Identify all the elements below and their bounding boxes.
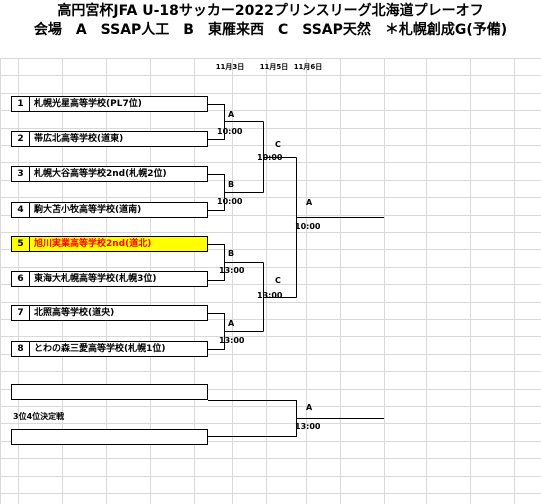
- match3-time: 13:00: [219, 266, 245, 275]
- date-round2: 11月5日: [259, 63, 289, 71]
- third-place-venue: A: [306, 403, 313, 412]
- team-slot-4: 4 駒大苫小牧高等学校(道南): [11, 202, 208, 218]
- team-slot-1: 1 札幌光星高等学校(PL7位): [11, 96, 208, 112]
- team-name: 旭川実業高等学校2nd(道北): [34, 239, 152, 249]
- match1-time: 10:00: [217, 127, 243, 136]
- team-seed: 8: [12, 342, 30, 356]
- team-slot-3: 3 札幌大谷高等学校2nd(札幌2位): [11, 166, 208, 182]
- page-title: 高円宮杯JFA U-18サッカー2022プリンスリーグ北海道プレーオフ: [57, 3, 484, 19]
- match4-time: 13:00: [219, 336, 245, 345]
- team-seed: 4: [12, 203, 30, 217]
- final-time: 10:00: [295, 222, 321, 231]
- match3-venue: B: [228, 249, 235, 258]
- date-round3: 11月6日: [293, 63, 323, 71]
- third-place-slot-1: [11, 384, 208, 400]
- semi1-venue: C: [275, 140, 281, 149]
- team-name: 駒大苫小牧高等学校(道南): [34, 205, 142, 215]
- semi1-time: 10:00: [257, 153, 283, 162]
- date-round1: 11月3日: [215, 63, 245, 71]
- team-seed: 3: [12, 167, 30, 181]
- team-name: 北照高等学校(道央): [34, 308, 115, 318]
- match2-time: 10:00: [217, 197, 243, 206]
- team-name: 東海大札幌高等学校(札幌3位): [34, 274, 157, 284]
- team-slot-6: 6 東海大札幌高等学校(札幌3位): [11, 271, 208, 287]
- team-seed: 2: [12, 132, 30, 146]
- team-seed: 1: [12, 97, 30, 111]
- team-seed: 6: [12, 272, 30, 286]
- team-slot-2: 2 帯広北高等学校(道東): [11, 131, 208, 147]
- team-name: 札幌光星高等学校(PL7位): [34, 99, 142, 109]
- final-venue: A: [306, 198, 313, 207]
- semi2-venue: C: [275, 276, 281, 285]
- team-name: 札幌大谷高等学校2nd(札幌2位): [34, 169, 167, 179]
- semi2-time: 13:00: [257, 291, 283, 300]
- team-name: とわの森三愛高等学校(札幌1位): [34, 344, 166, 354]
- team-seed: 7: [12, 306, 30, 320]
- match1-venue: A: [228, 110, 235, 119]
- venue-legend: 会場 A SSAP人工 B 東雁来西 C SSAP天然 ＊札幌創成G(予備): [33, 22, 508, 38]
- match4-venue: A: [228, 319, 235, 328]
- team-slot-8: 8 とわの森三愛高等学校(札幌1位): [11, 341, 208, 357]
- team-slot-7: 7 北照高等学校(道央): [11, 305, 208, 321]
- team-slot-5: 5 旭川実業高等学校2nd(道北): [11, 236, 208, 252]
- third-place-label: 3位4位決定戦: [13, 412, 65, 421]
- match2-venue: B: [228, 180, 235, 189]
- third-place-time: 13:00: [295, 422, 321, 431]
- team-name: 帯広北高等学校(道東): [34, 134, 124, 144]
- team-seed: 5: [12, 237, 30, 251]
- third-place-slot-2: [11, 429, 208, 445]
